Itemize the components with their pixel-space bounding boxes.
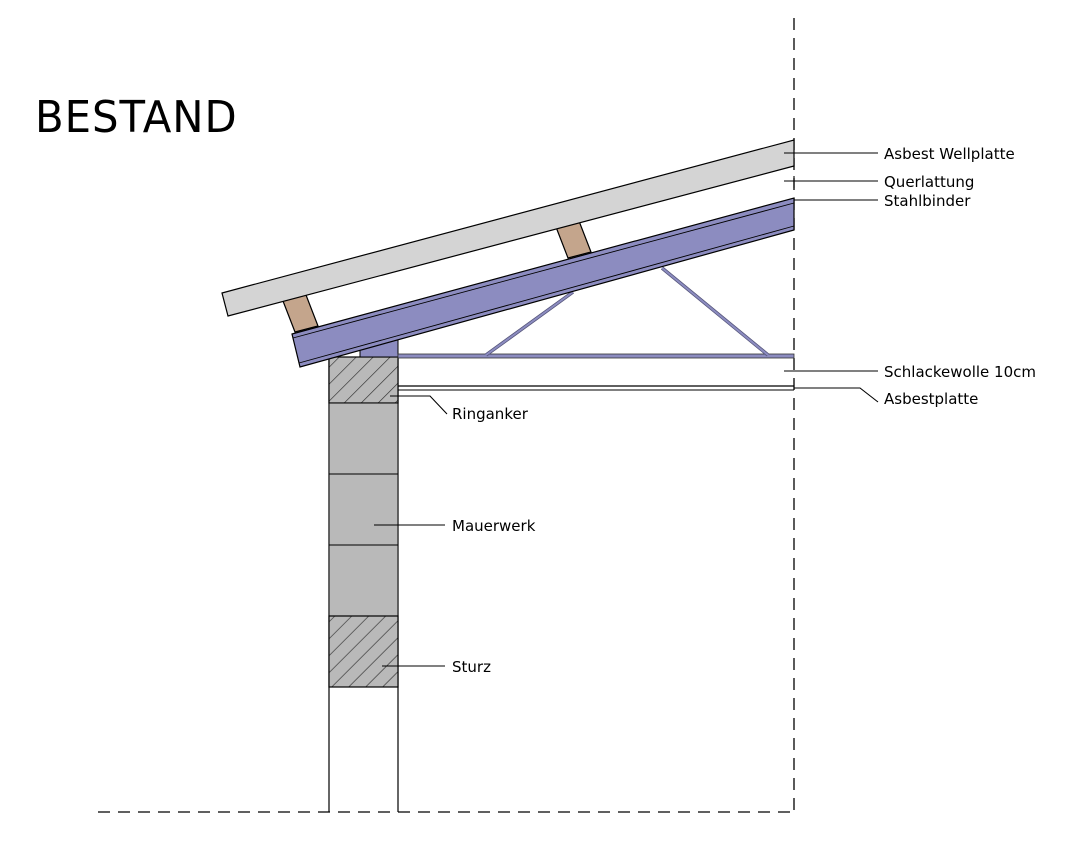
label-mauerwerk: Mauerwerk: [452, 517, 536, 535]
truss-diagonal-right-fill: [661, 267, 769, 356]
ringanker-block: [328, 356, 399, 404]
leader-lines: [374, 152, 879, 667]
asbest-wellplatte-sheet: [221, 139, 795, 317]
sturz-block: [328, 615, 399, 688]
leader-ringanker: [390, 395, 448, 415]
masonry-block-2: [328, 473, 399, 546]
drawing-title: BESTAND: [35, 92, 238, 143]
stahlbinder-flange-bottom: [298, 225, 795, 364]
label-asbestplatte: Asbestplatte: [884, 390, 978, 408]
label-schlackewolle: Schlackewolle 10cm: [884, 363, 1036, 381]
label-sturz: Sturz: [452, 658, 491, 676]
truss-bottom-chord: [397, 353, 795, 359]
stahlbinder-flange-top: [292, 202, 795, 339]
stahlbinder-beam: [291, 197, 795, 368]
leader-asbestplatte: [794, 387, 879, 403]
masonry-block-3: [328, 544, 399, 617]
masonry-block-1: [328, 402, 399, 475]
label-querlattung: Querlattung: [884, 173, 974, 191]
label-asbest-wellplatte: Asbest Wellplatte: [884, 145, 1015, 163]
label-stahlbinder: Stahlbinder: [884, 192, 971, 210]
truss-diagonal-left-fill: [485, 291, 574, 356]
label-ringanker: Ringanker: [452, 405, 529, 423]
